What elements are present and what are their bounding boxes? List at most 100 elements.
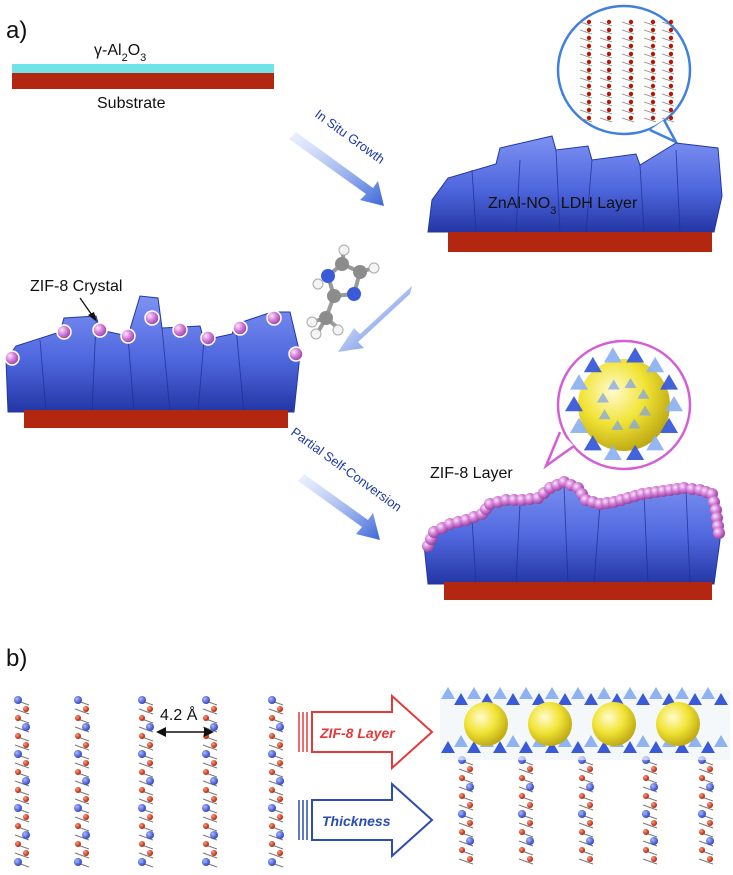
ldh-atom <box>202 804 210 812</box>
ldh-atom <box>586 67 592 73</box>
ldh-atom <box>587 856 593 862</box>
zif-layer-label: ZIF-8 Layer <box>430 465 513 482</box>
ldh-atom <box>83 850 89 856</box>
ldh-atom <box>268 858 276 866</box>
ldh-atom <box>466 837 474 845</box>
ldh-bond <box>268 726 284 733</box>
ldh-atom <box>75 733 81 739</box>
ldh-atom <box>210 723 218 731</box>
partial-self-conversion-arrow: Partial Self-Conversion <box>288 424 405 540</box>
ldh-bond <box>643 93 657 99</box>
ldh-substrate <box>448 232 712 252</box>
ldh-bond <box>202 762 218 769</box>
ldh-bond <box>74 726 90 733</box>
ldh-atom <box>458 810 466 818</box>
ldh-atom <box>75 715 81 721</box>
ldh-bond <box>138 780 154 787</box>
ldh-bond <box>643 117 657 123</box>
bottom-substrate <box>444 582 712 600</box>
zn-tetrahedron <box>636 735 650 747</box>
ldh-atom <box>210 831 218 839</box>
ldh-atom <box>146 777 154 785</box>
ldh-atom <box>467 856 473 862</box>
zn-tetrahedron <box>597 741 611 753</box>
ldh-bond <box>14 798 30 805</box>
ldh-atom <box>138 750 146 758</box>
ldh-bond <box>202 780 218 787</box>
ldh-atom <box>211 706 217 712</box>
ldh-atom <box>74 750 82 758</box>
ldh-atom <box>23 814 29 820</box>
ldh-bond <box>268 834 284 841</box>
ldh-bond <box>661 85 675 91</box>
ldh-atom <box>586 83 592 89</box>
ldh-atom <box>139 787 145 793</box>
ldh-atom <box>586 115 592 121</box>
ldh-bond <box>202 798 218 805</box>
ldh-layer-label: ZnAl-NO3 LDH Layer <box>488 195 638 217</box>
zn-tetrahedron <box>610 693 624 705</box>
ldh-bond <box>578 822 594 829</box>
ldh-atom <box>15 715 21 721</box>
ldh-atom <box>628 75 634 81</box>
ldh-atom <box>650 59 656 65</box>
ldh-bond <box>579 61 593 67</box>
ldh-atom <box>268 804 276 812</box>
ldh-atom <box>210 777 218 785</box>
ldh-atom <box>628 43 634 49</box>
ldh-bond <box>14 762 30 769</box>
ldh-atom <box>83 742 89 748</box>
ldh-atom <box>276 777 284 785</box>
ldh-atom <box>211 760 217 766</box>
ldh-bond <box>268 852 284 859</box>
zn-tetrahedron <box>649 687 663 699</box>
zif-layer-film <box>422 476 725 600</box>
ldh-atom <box>277 796 283 802</box>
ldh-atom <box>277 706 283 712</box>
ldh-layer-film: ZnAl-NO3 LDH Layer <box>427 135 723 252</box>
ldh-atom <box>650 43 656 49</box>
ldh-bond <box>74 780 90 787</box>
ldh-atom <box>606 51 612 57</box>
gamma-alumina-layer <box>12 64 274 73</box>
ldh-atom <box>203 715 209 721</box>
zn-tetrahedron <box>506 735 520 747</box>
zn-tetrahedron <box>646 435 665 451</box>
ldh-bond <box>458 768 474 775</box>
panel-label-b: b) <box>6 645 27 672</box>
zn-tetrahedron <box>662 693 676 705</box>
zn-tetrahedron <box>660 374 679 390</box>
ldh-atom <box>23 850 29 856</box>
zif-crystal-particle <box>288 346 304 362</box>
zn-tetrahedron <box>467 741 481 753</box>
zn-tetrahedron <box>603 347 622 363</box>
ldh-atom <box>83 760 89 766</box>
ldh-atom <box>202 750 210 758</box>
zn-tetrahedron <box>623 741 637 753</box>
ldh-atom <box>138 696 146 704</box>
zn-tetrahedron <box>569 417 588 433</box>
zn-tetrahedron <box>628 418 641 429</box>
ldh-bond <box>579 93 593 99</box>
zn-tetrahedron <box>660 417 679 433</box>
zn-tetrahedron <box>639 405 652 416</box>
ldh-atom <box>14 804 22 812</box>
ldh-bond <box>661 53 675 59</box>
ldh-atom <box>527 766 533 772</box>
ldh-bond <box>599 53 613 59</box>
ldh-atom <box>668 35 674 41</box>
ldh-atom <box>269 715 275 721</box>
zn-tetrahedron <box>519 687 533 699</box>
ldh-atom <box>527 820 533 826</box>
ldh-atom <box>459 793 465 799</box>
zif-crystal-pointer-arrow <box>79 297 97 322</box>
ldh-bond <box>268 780 284 787</box>
zn-tetrahedron <box>441 687 455 699</box>
ldh-atom <box>22 831 30 839</box>
ldh-atom <box>650 91 656 97</box>
ldh-atom <box>650 27 656 33</box>
zn-tetrahedron <box>569 374 588 390</box>
zn-tetrahedron <box>626 347 645 363</box>
ldh-atom <box>75 823 81 829</box>
ldh-bond <box>599 77 613 83</box>
